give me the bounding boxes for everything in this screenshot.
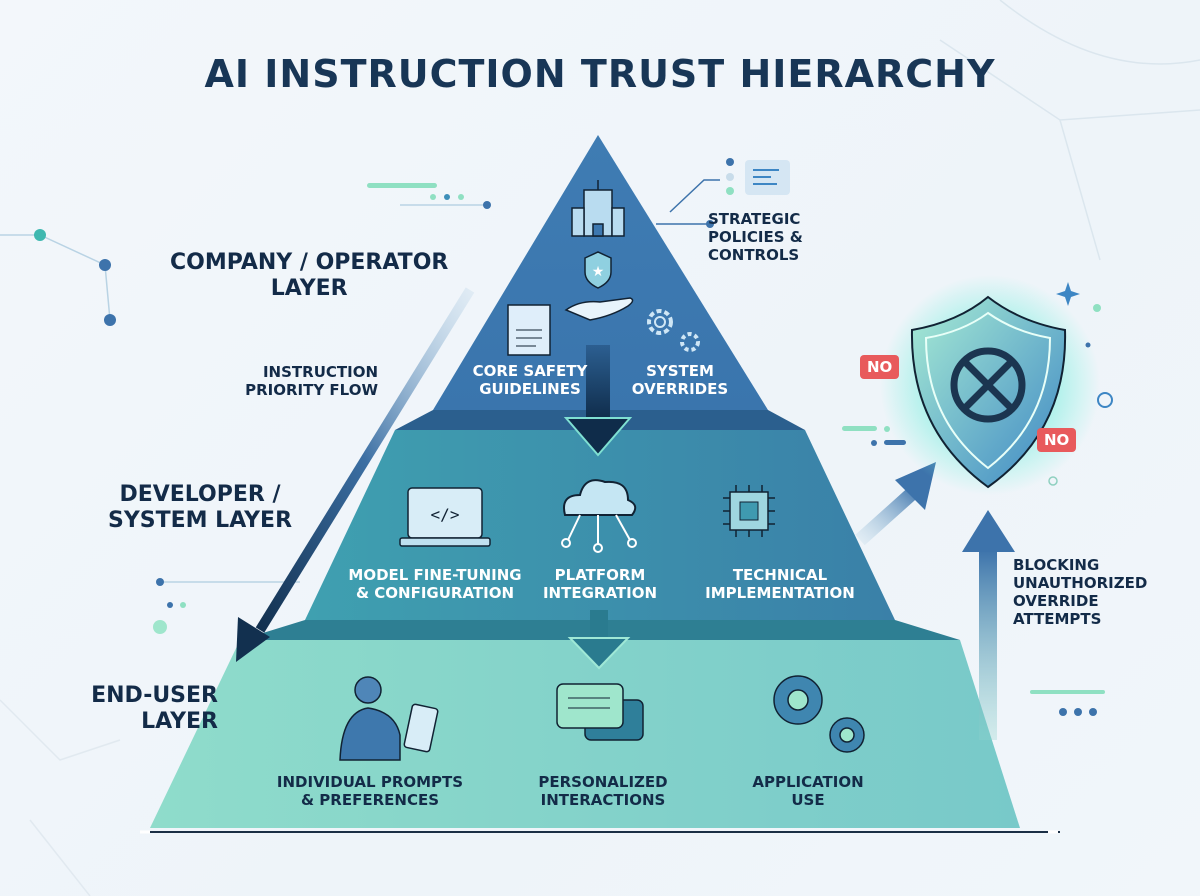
technical-implementation-label: TECHNICAL IMPLEMENTATION [705,566,855,602]
blocking-label: BLOCKING UNAUTHORIZED OVERRIDE ATTEMPTS [1013,556,1148,628]
chat-bubbles-icon [556,683,644,741]
attempt-arrow [855,462,936,546]
hand-icon [564,297,634,321]
personalized-interactions-label: PERSONALIZED INTERACTIONS [538,773,668,809]
svg-text:★: ★ [592,264,605,280]
svg-text:</>: </> [431,505,460,524]
no-badge: NO [1037,428,1077,452]
no-badge: NO [860,355,900,379]
platform-integration-label: PLATFORM INTEGRATION [542,566,658,602]
down-arrow-icon [567,610,631,670]
core-safety-label: CORE SAFETY GUIDELINES [472,362,588,398]
gears-icon [647,309,700,352]
laptop-code-icon: </> [399,487,491,547]
blocking-up-arrow [962,510,1015,740]
page-title: AI INSTRUCTION TRUST HIERARCHY [204,52,996,96]
fine-tuning-label: MODEL FINE-TUNING & CONFIGURATION [348,566,522,602]
shield-star-icon: ★ [584,251,612,289]
person-tablet-icon [339,676,439,761]
system-overrides-label: SYSTEM OVERRIDES [631,362,729,398]
company-layer-label: COMPANY / OPERATOR LAYER [170,250,449,302]
building-icon [571,180,625,237]
down-arrow-icon [563,345,633,457]
document-icon [745,160,790,195]
clipboard-icon [507,304,551,356]
end-user-layer-label: END-USER LAYER [91,683,218,735]
priority-flow-label: INSTRUCTION PRIORITY FLOW [245,363,378,399]
individual-prompts-label: INDIVIDUAL PROMPTS & PREFERENCES [276,773,464,809]
chip-icon [723,485,775,537]
strategic-policies-label: STRATEGIC POLICIES & CONTROLS [708,210,803,264]
gears-icon [773,675,865,753]
cloud-integration-icon [561,479,637,553]
priority-flow-arrow [236,287,475,662]
middle-tier [305,430,895,620]
shield-icon [910,295,1067,489]
application-use-label: APPLICATION USE [752,773,864,809]
developer-layer-label: DEVELOPER / SYSTEM LAYER [107,482,293,534]
